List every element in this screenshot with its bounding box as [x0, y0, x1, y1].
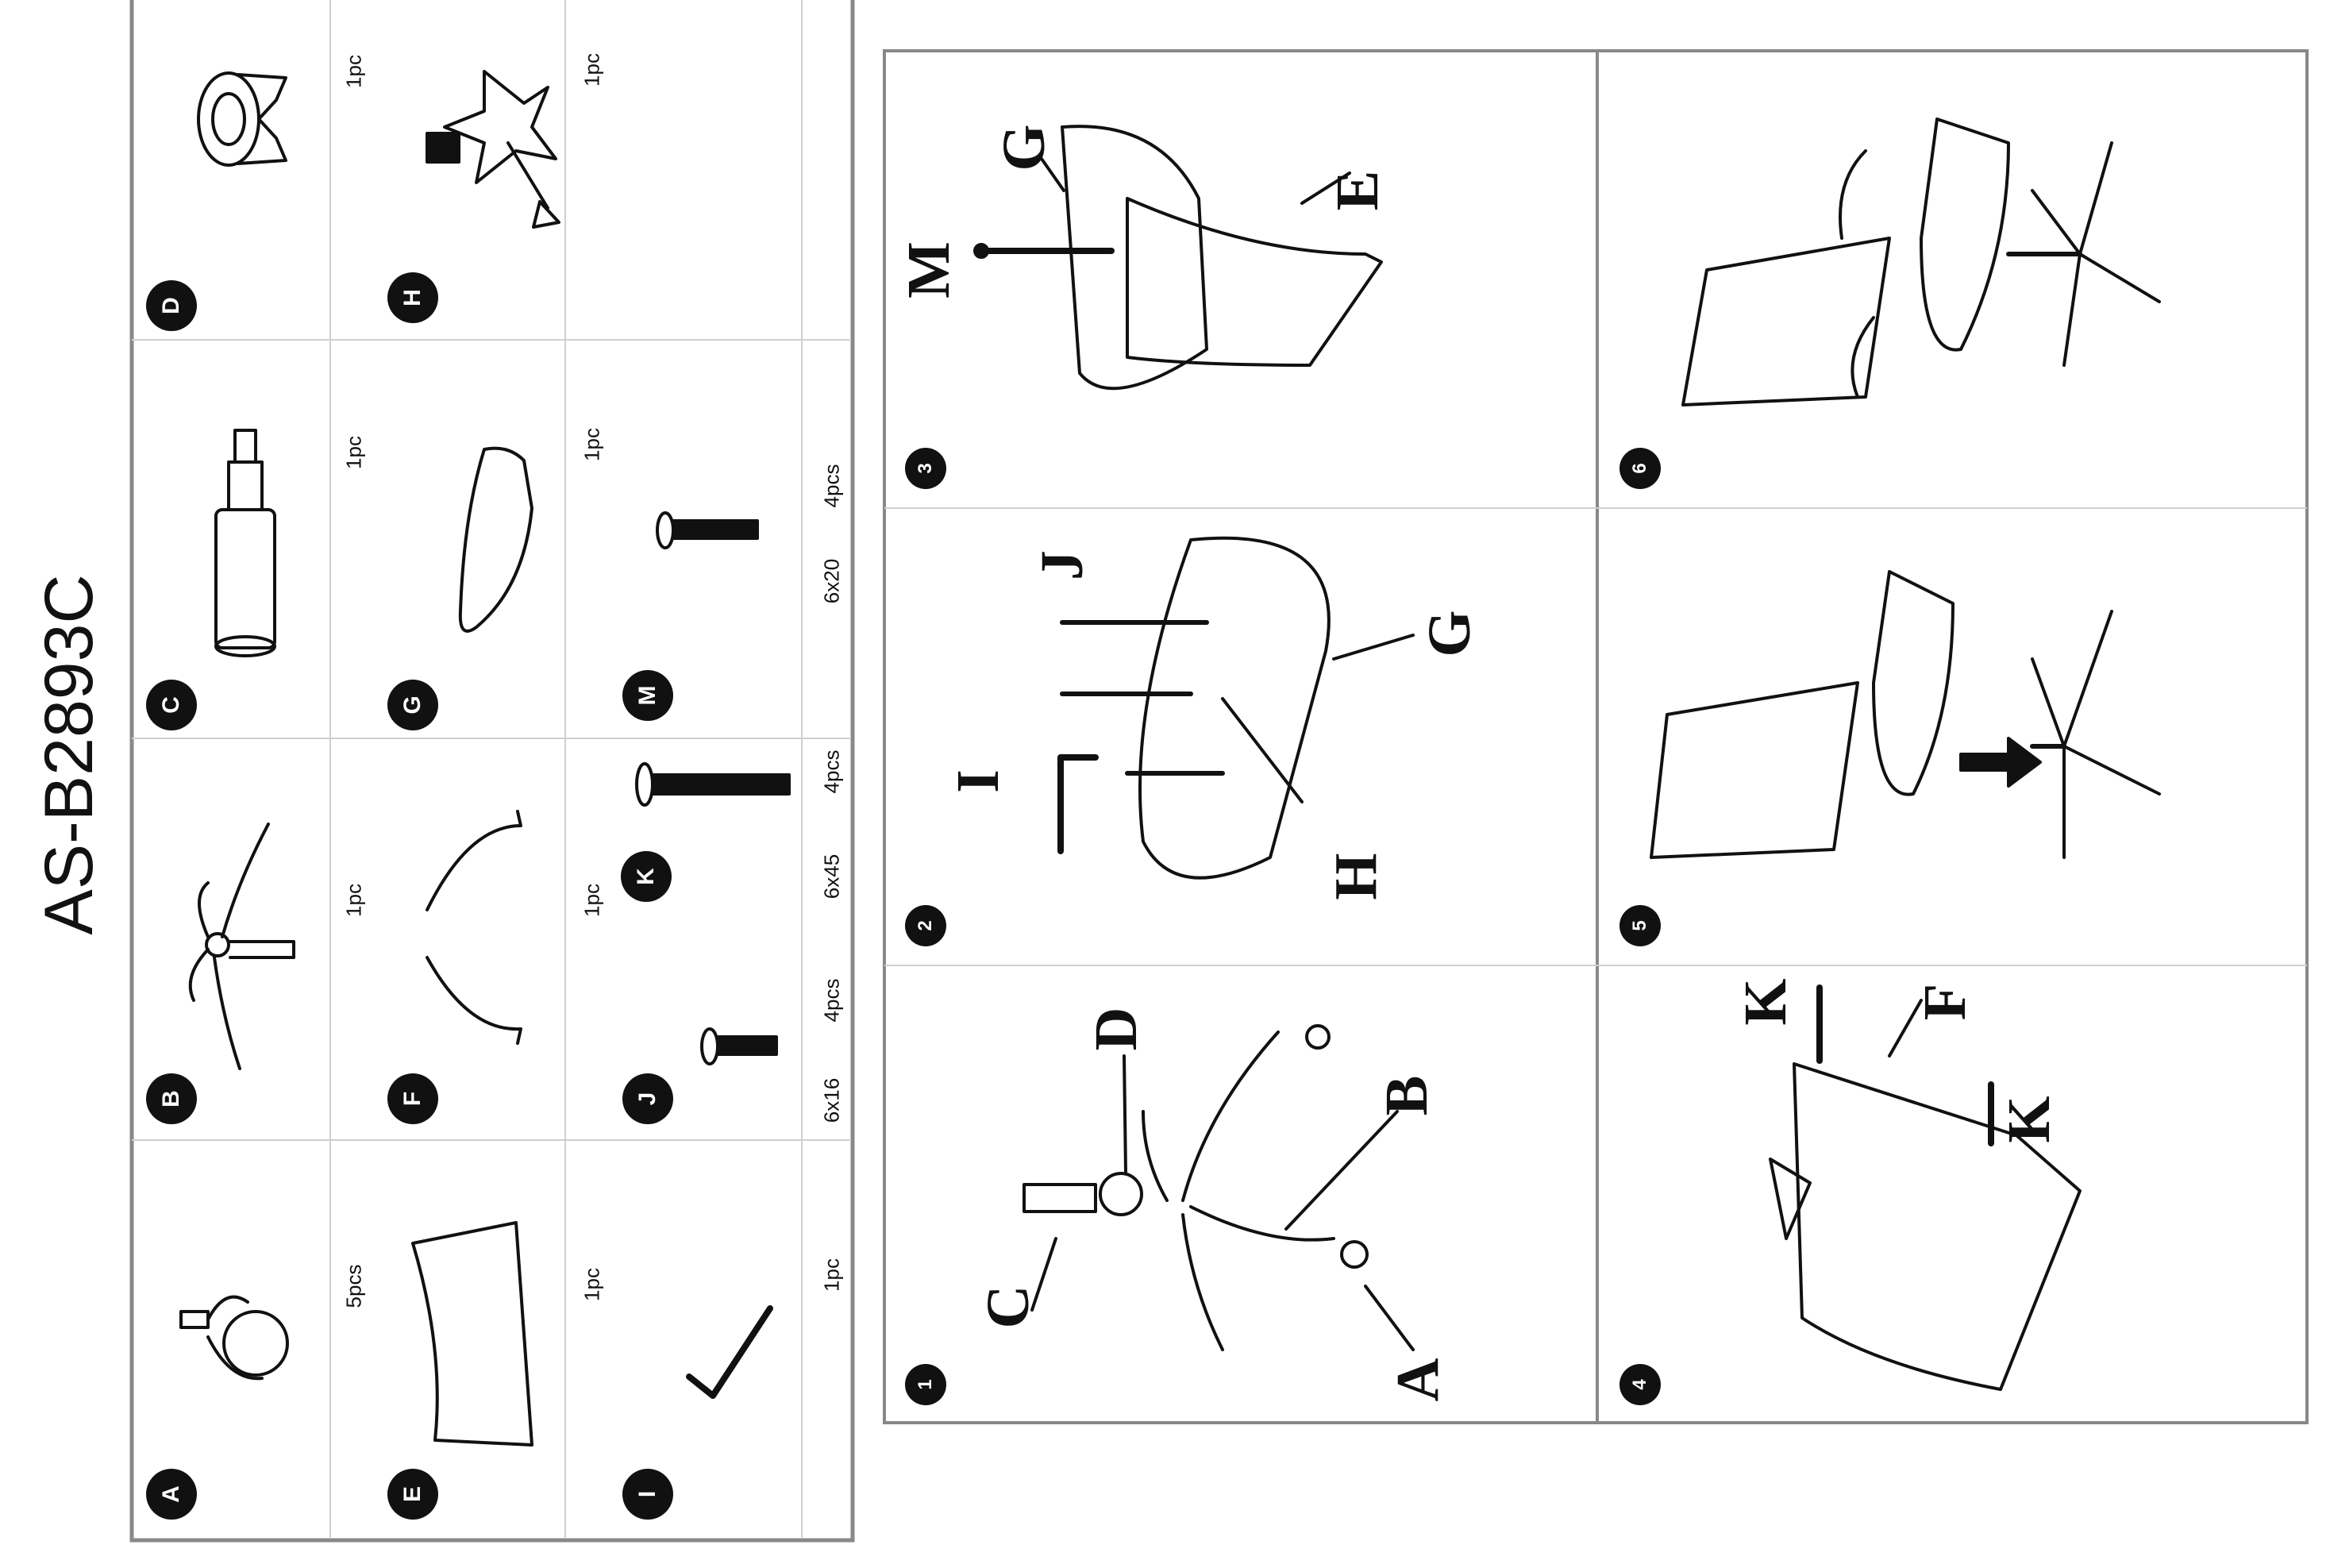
steps-grid [884, 507, 2307, 966]
part-badge-c: C [146, 680, 197, 730]
part-badge-k: K [621, 851, 672, 902]
part-badge-g: G [387, 680, 438, 730]
part-qty-a: 5pcs [341, 1264, 366, 1308]
part-size-k: 6x45 [819, 853, 844, 900]
part-c-illustration [214, 429, 276, 657]
part-qty-g: 1pc [580, 428, 604, 461]
step-badge-4: 4 [1619, 1364, 1661, 1405]
parts-panel-border [129, 0, 855, 1543]
part-a-illustration [179, 1295, 289, 1381]
part-m-illustration [656, 511, 759, 549]
part-d-illustration [197, 71, 287, 167]
part-qty-c: 1pc [341, 436, 366, 469]
step-badge-1: 1 [905, 1364, 946, 1405]
part-badge-e: E [387, 1469, 438, 1520]
step-3-callout-e: E [1324, 170, 1391, 211]
step-badge-6: 6 [1619, 448, 1661, 489]
part-badge-a: A [146, 1469, 197, 1520]
part-f-illustration [426, 810, 522, 1045]
part-k-illustration [635, 762, 791, 807]
step-badge-2: 2 [905, 905, 946, 946]
part-qty-j: 4pcs [819, 978, 844, 1023]
part-badge-d: D [146, 280, 197, 331]
step-1-callout-d: D [1083, 1007, 1150, 1051]
step-badge-5: 5 [1619, 905, 1661, 946]
part-j-illustration [700, 1027, 778, 1065]
step-2-illustration [1057, 536, 1415, 880]
step-2-callout-h: H [1323, 853, 1389, 900]
part-badge-b: B [146, 1073, 197, 1124]
step-2-callout-j: J [1029, 550, 1096, 580]
part-qty-d: 1pc [341, 55, 366, 88]
part-badge-f: F [387, 1073, 438, 1124]
part-qty-e: 1pc [580, 1268, 604, 1301]
part-qty-f: 1pc [580, 884, 604, 917]
part-h-illustration [426, 70, 560, 229]
step-badge-3: 3 [905, 448, 946, 489]
parts-grid [132, 0, 851, 1539]
step-2-callout-i: I [945, 769, 1011, 793]
part-badge-h: H [387, 272, 438, 323]
part-badge-j: J [622, 1073, 673, 1124]
part-badge-m: M [622, 670, 673, 721]
part-qty-k: 4pcs [819, 749, 844, 794]
part-qty-h: 1pc [580, 53, 604, 87]
step-6-illustration [1681, 118, 2161, 406]
step-4-callout-k-top: K [1732, 978, 1799, 1026]
step-4-callout-k-right: K [1996, 1096, 2062, 1143]
step-4-callout-f: F [1912, 983, 1978, 1021]
step-1-callout-a: A [1385, 1358, 1451, 1402]
part-g-illustration [458, 446, 533, 633]
part-size-m: 6x20 [819, 558, 844, 604]
part-b-illustration [188, 823, 295, 1070]
step-3-illustration [973, 125, 1383, 391]
step-4-illustration [1769, 984, 2082, 1391]
part-badge-i: I [622, 1469, 673, 1520]
step-1-callout-c: C [975, 1285, 1042, 1329]
step-3-callout-g: G [991, 124, 1057, 171]
model-title: AS-B2893C [30, 394, 109, 934]
part-qty-i: 1pc [819, 1258, 844, 1292]
part-qty-m: 4pcs [819, 464, 844, 508]
part-qty-b: 1pc [341, 884, 366, 917]
step-2-callout-g: G [1416, 610, 1483, 657]
part-e-illustration [411, 1221, 533, 1447]
step-3-callout-m: M [895, 241, 962, 299]
step-1-illustration [1023, 1024, 1415, 1351]
model-title-text: AS-B2893C [31, 574, 107, 935]
part-i-illustration [686, 1305, 773, 1399]
step-1-callout-b: B [1373, 1075, 1440, 1116]
step-5-illustration [1650, 570, 2161, 859]
part-size-j: 6x16 [819, 1077, 844, 1123]
